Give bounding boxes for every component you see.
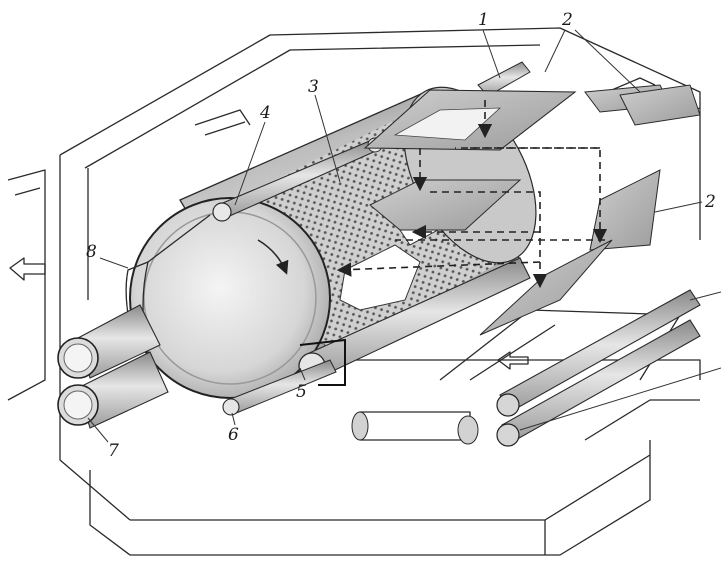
developer-roller (222, 359, 337, 416)
paper-conveyor (351, 411, 479, 445)
label-2-right: 2 (704, 192, 716, 212)
leader-lines (87, 29, 721, 443)
light-path-arrows (336, 100, 608, 289)
label-6: 6 (228, 425, 239, 445)
paper-sheets (363, 61, 701, 336)
label-2-top: 2 (561, 10, 573, 30)
label-1: 1 (478, 10, 489, 30)
label-5: 5 (296, 382, 307, 402)
label-3: 3 (308, 77, 319, 97)
feed-rollers (496, 289, 701, 447)
printer-housing (7, 27, 701, 556)
fuser-rollers (57, 304, 169, 429)
output-arrow-icon (9, 257, 46, 281)
cleaning-unit (125, 261, 149, 353)
label-7: 7 (108, 441, 119, 461)
label-8: 8 (86, 242, 97, 262)
feed-arrow-icon (497, 351, 529, 370)
label-4: 4 (259, 103, 271, 123)
